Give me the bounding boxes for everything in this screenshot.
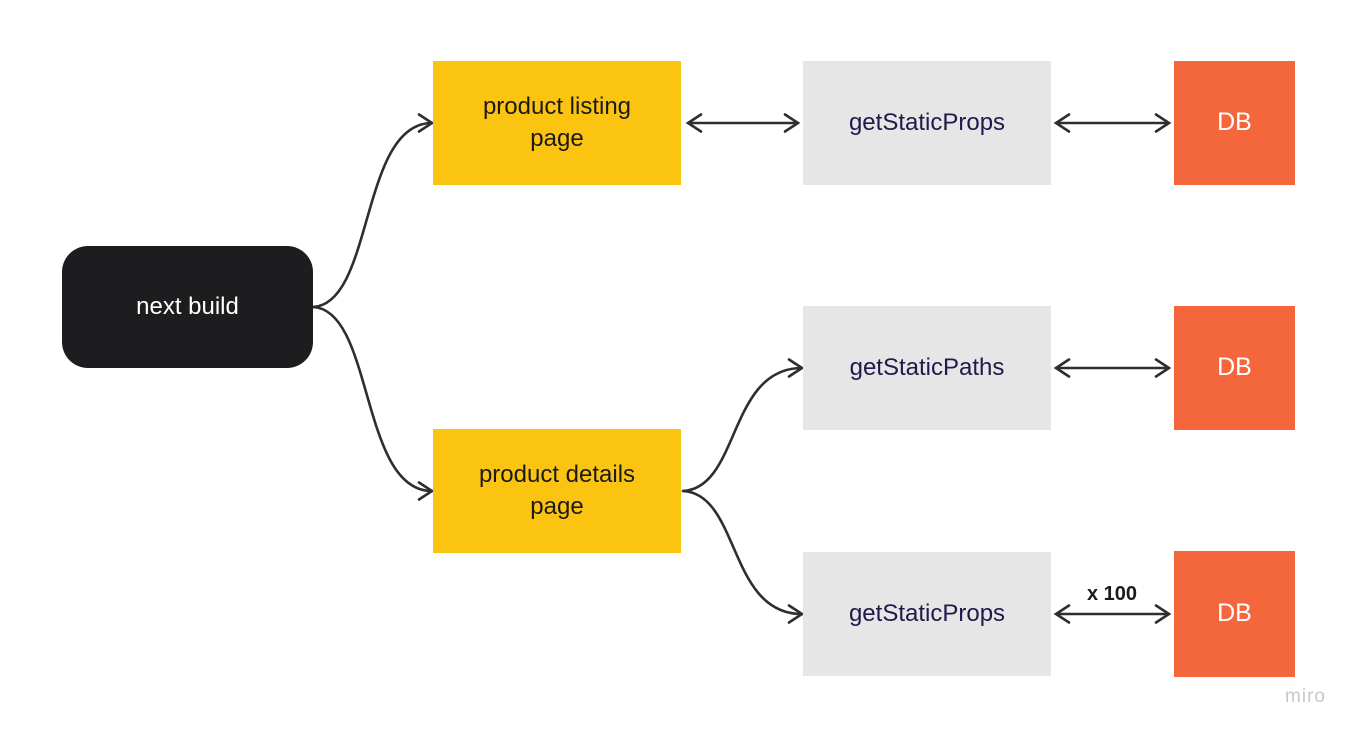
arrow-getstaticpaths-db[interactable]: [1053, 358, 1172, 378]
node-getstaticprops-bottom-label: getStaticProps: [848, 599, 1006, 627]
arrow-nextbuild-to-listing[interactable]: [311, 113, 435, 309]
node-db-top[interactable]: DB: [1174, 61, 1295, 185]
node-db-middle-label: DB: [1217, 353, 1252, 382]
node-getstaticprops-top-label: getStaticProps: [848, 108, 1006, 136]
node-db-bottom-label: DB: [1217, 599, 1252, 628]
arrow-nextbuild-to-details[interactable]: [311, 305, 435, 501]
node-getstaticprops-top[interactable]: getStaticProps: [803, 61, 1051, 185]
arrow-getstaticprops-db-x100[interactable]: [1053, 604, 1172, 624]
arrow-listing-getstaticprops[interactable]: [685, 113, 801, 133]
node-db-bottom[interactable]: DB: [1174, 551, 1295, 677]
node-getstaticpaths[interactable]: getStaticPaths: [803, 306, 1051, 430]
node-product-details-page-label: product details page: [478, 460, 636, 520]
node-getstaticprops-bottom[interactable]: getStaticProps: [803, 552, 1051, 676]
node-next-build[interactable]: next build: [62, 246, 313, 368]
node-db-top-label: DB: [1217, 108, 1252, 137]
edge-label-x100: x 100: [1086, 583, 1138, 605]
arrow-details-to-getstaticpaths[interactable]: [681, 358, 805, 493]
node-next-build-label: next build: [136, 292, 239, 320]
arrow-getstaticprops-db-top[interactable]: [1053, 113, 1172, 133]
arrow-details-to-getstaticprops[interactable]: [681, 489, 805, 624]
node-db-middle[interactable]: DB: [1174, 306, 1295, 430]
node-product-details-page[interactable]: product details page: [433, 429, 681, 553]
node-getstaticpaths-label: getStaticPaths: [849, 353, 1005, 381]
miro-watermark[interactable]: miro: [1285, 686, 1326, 707]
node-product-listing-page-label: product listing page: [482, 92, 632, 152]
node-product-listing-page[interactable]: product listing page: [433, 61, 681, 185]
